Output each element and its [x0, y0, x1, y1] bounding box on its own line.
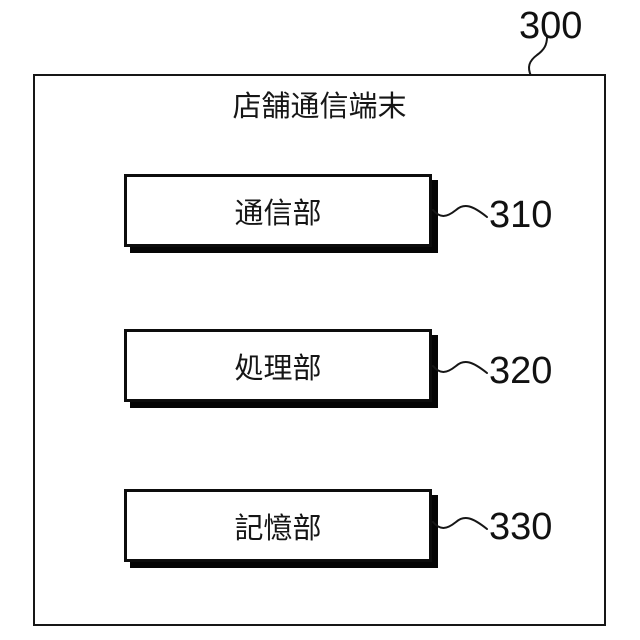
leader-squiggle-330 [432, 516, 488, 530]
block-processing-unit: 処理部 [124, 329, 432, 402]
ref-number-320: 320 [489, 350, 553, 392]
diagram-outer-box: 店舗通信端末 通信部 処理部 記憶部 [33, 74, 606, 626]
diagram-title: 店舗通信端末 [232, 91, 407, 123]
leader-squiggle-320 [432, 360, 488, 374]
ref-number-300: 300 [519, 5, 583, 47]
block-label-storage-unit: 記憶部 [234, 512, 322, 545]
ref-number-310: 310 [489, 194, 553, 236]
leader-squiggle-310 [432, 204, 488, 218]
ref-number-330: 330 [489, 506, 553, 548]
leader-line-300 [528, 36, 548, 77]
block-label-processing-unit: 処理部 [234, 352, 322, 385]
block-label-communication-unit: 通信部 [234, 197, 322, 230]
block-communication-unit: 通信部 [124, 174, 432, 247]
block-storage-unit: 記憶部 [124, 489, 432, 562]
